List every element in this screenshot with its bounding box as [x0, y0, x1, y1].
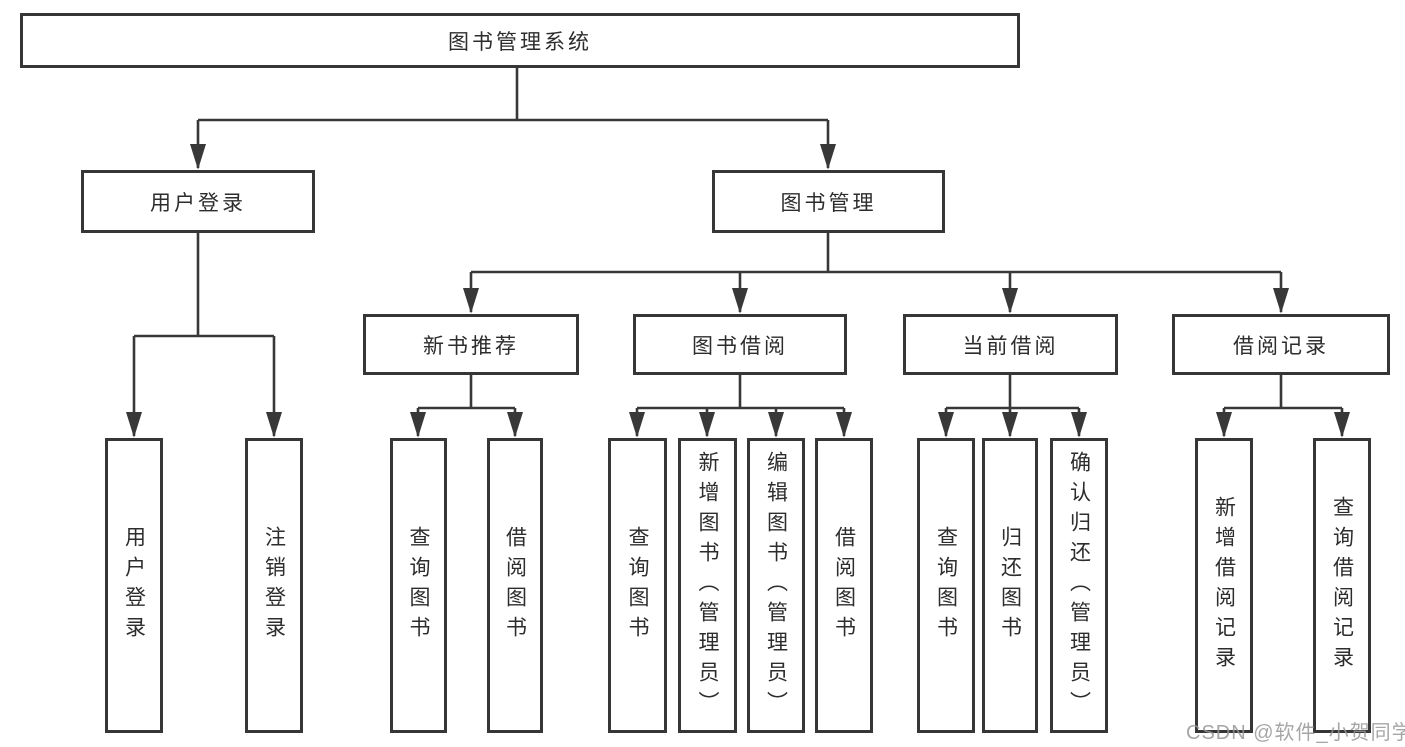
- connector-user-login-children: [126, 233, 282, 438]
- node-root-library-system: 图书管理系统: [20, 13, 1020, 68]
- node-label: 查询图书: [626, 525, 649, 646]
- node-label: 归还图书: [998, 525, 1022, 646]
- node-label: 查询借阅记录: [1330, 495, 1354, 676]
- node-label: 查询图书: [407, 525, 430, 646]
- node-label: 用户登录: [122, 525, 146, 646]
- leaf-query-book-current: 查询图书: [917, 438, 975, 733]
- leaf-query-borrow-record: 查询借阅记录: [1313, 438, 1371, 733]
- leaf-add-borrow-record: 新增借阅记录: [1195, 438, 1253, 733]
- connector-new-book-rec-children: [410, 375, 523, 438]
- node-label: 查询图书: [934, 525, 958, 646]
- node-label: 编辑图书（管理员）: [764, 450, 788, 721]
- leaf-borrow-book-recommend: 借阅图书: [487, 438, 543, 733]
- leaf-edit-book-admin: 编辑图书（管理员）: [747, 438, 805, 733]
- node-label: 借阅图书: [832, 525, 856, 646]
- leaf-confirm-return-admin: 确认归还（管理员）: [1050, 438, 1108, 733]
- node-label: 图书管理系统: [448, 30, 592, 54]
- leaf-query-book-recommend: 查询图书: [390, 438, 447, 733]
- connector-current-borrow-children: [938, 375, 1087, 438]
- connector-book-borrow-children: [629, 375, 852, 438]
- node-label: 用户登录: [150, 191, 246, 215]
- csdn-watermark: CSDN @软件_小贺同学: [1186, 722, 1405, 744]
- leaf-logout: 注销登录: [245, 438, 303, 733]
- node-user-login: 用户登录: [81, 170, 315, 233]
- node-book-management: 图书管理: [712, 170, 945, 233]
- node-book-borrowing: 图书借阅: [633, 314, 847, 375]
- node-label: 图书借阅: [692, 334, 788, 358]
- leaf-user-login: 用户登录: [105, 438, 163, 733]
- node-label: 确认归还（管理员）: [1067, 450, 1091, 721]
- leaf-query-book-borrow: 查询图书: [608, 438, 667, 733]
- connector-borrow-records-children: [1216, 375, 1350, 438]
- node-label: 新增借阅记录: [1212, 495, 1236, 676]
- connector-book-mgmt-children: [463, 233, 1289, 314]
- node-borrow-records: 借阅记录: [1172, 314, 1390, 375]
- node-current-borrowing: 当前借阅: [903, 314, 1118, 375]
- leaf-return-book: 归还图书: [982, 438, 1038, 733]
- leaf-add-book-admin: 新增图书（管理员）: [678, 438, 737, 733]
- node-label: 注销登录: [262, 525, 286, 646]
- node-label: 当前借阅: [962, 334, 1059, 358]
- node-label: 新书推荐: [423, 334, 519, 358]
- node-label: 新增图书（管理员）: [696, 450, 719, 721]
- node-new-book-recommend: 新书推荐: [363, 314, 579, 375]
- node-label: 借阅图书: [503, 525, 527, 646]
- connector-root-to-level2: [190, 68, 836, 170]
- node-label: 图书管理: [780, 191, 877, 215]
- leaf-borrow-book: 借阅图书: [815, 438, 873, 733]
- node-label: 借阅记录: [1233, 334, 1329, 358]
